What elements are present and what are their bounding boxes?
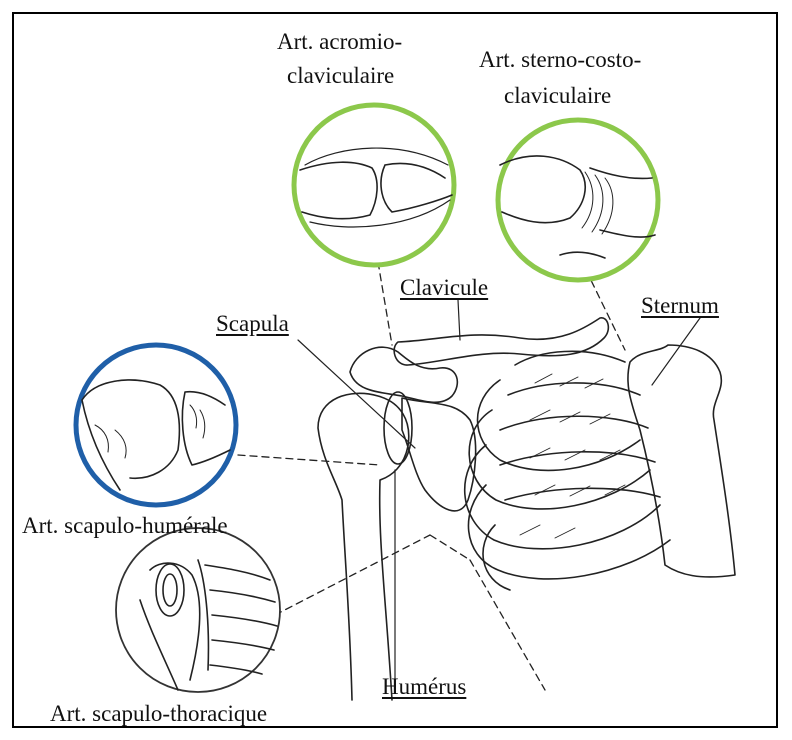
label-acromio-line2: claviculaire	[287, 62, 394, 90]
clavicle-bone	[394, 318, 608, 365]
label-scapulo-thoracique: Art. scapulo-thoracique	[50, 700, 267, 728]
label-sterno-line1: Art. sterno-costo-	[479, 46, 641, 74]
acromio-clavicular-zoom-circle	[294, 105, 454, 265]
label-scapulo-humerale: Art. scapulo-humérale	[22, 512, 228, 540]
label-sterno-line2: claviculaire	[504, 82, 611, 110]
label-sternum: Sternum	[641, 292, 719, 320]
sterno-costo-clavicular-zoom-circle	[498, 120, 658, 280]
label-humerus: Humérus	[382, 673, 466, 701]
scapulo-humeral-zoom-circle	[76, 345, 236, 505]
sternum-bone	[628, 345, 735, 577]
rib-cage	[465, 351, 670, 590]
scapulo-thoracic-zoom-circle	[116, 528, 280, 692]
dashed-leader-lines	[238, 262, 625, 690]
label-acromio-line1: Art. acromio-	[277, 28, 402, 56]
label-leader-lines	[298, 300, 700, 690]
label-clavicule: Clavicule	[400, 274, 488, 302]
label-scapula: Scapula	[216, 310, 289, 338]
